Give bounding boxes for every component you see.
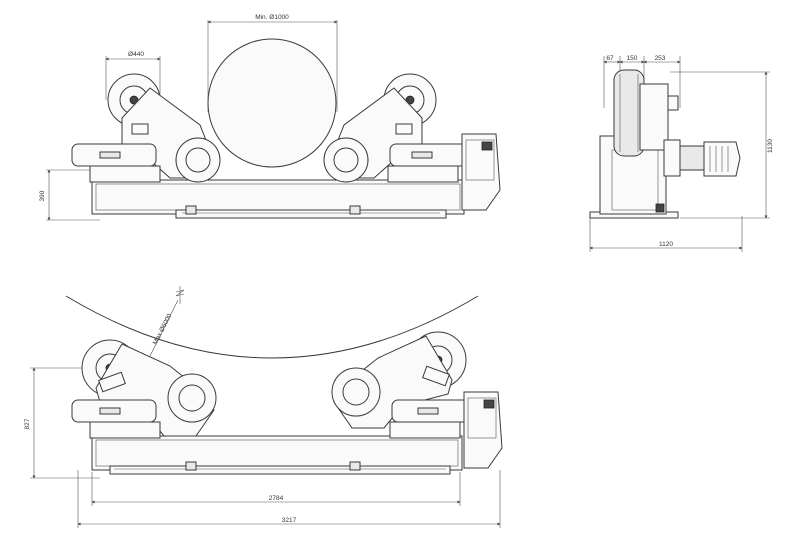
dim-max-diameter: Max Ø6000 (149, 299, 179, 357)
dim-height-1130: 1130 (670, 71, 774, 219)
dim-width-2784: 2784 (91, 472, 461, 506)
dim-width-1120-label: 1120 (659, 241, 673, 248)
motor-box-max (463, 391, 503, 469)
side-upper-housing (639, 83, 669, 151)
dim-width-2784-label: 2784 (269, 495, 284, 502)
dim-height-827-label: 827 (24, 418, 31, 429)
left-roller-assembly-max (71, 339, 217, 439)
motor-box (461, 133, 501, 211)
side-view: 67 150 253 1130 1120 (589, 55, 774, 252)
dim-side-b-label: 150 (627, 55, 638, 62)
front-view-max: Max Ø6000 827 2784 3217 (24, 286, 503, 528)
base-rail (175, 209, 447, 219)
dim-wheel-diameter: Ø440 (105, 51, 161, 100)
side-coupling (679, 145, 705, 171)
dim-width-3217: 3217 (77, 470, 501, 528)
dim-height-390-label: 390 (39, 190, 46, 201)
dim-side-c-label: 253 (655, 55, 666, 62)
side-gearbox (663, 139, 681, 177)
dim-height-1130-label: 1130 (767, 139, 774, 153)
right-roller-assembly (323, 73, 501, 211)
base-rail-max (109, 465, 451, 475)
dim-min-diameter-label: Min. Ø1000 (255, 14, 289, 21)
right-roller-assembly-max (331, 331, 503, 469)
left-roller-assembly (71, 73, 221, 183)
workpiece-max-arc (65, 295, 479, 359)
dim-wheel-diameter-label: Ø440 (128, 51, 144, 58)
base-frame (91, 179, 465, 215)
base-frame-max (91, 435, 463, 471)
dim-side-a-label: 67 (606, 55, 614, 62)
dim-width-3217-label: 3217 (282, 517, 297, 524)
dim-height-390: 390 (39, 169, 100, 221)
front-view-min: Min. Ø1000 Ø440 390 (39, 14, 501, 221)
dim-width-1120: 1120 (589, 216, 743, 252)
workpiece-min (207, 38, 337, 168)
